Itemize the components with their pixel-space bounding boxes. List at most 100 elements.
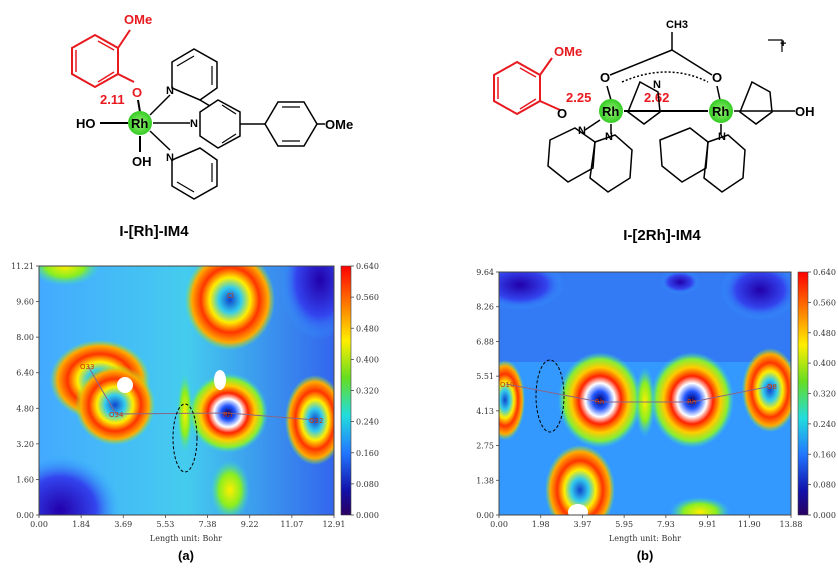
panel-a-x-tick-label: 11.07 <box>280 520 303 529</box>
panel-a-colorbar <box>340 265 352 516</box>
methoxyphenyl-ring <box>71 33 119 89</box>
rh2-highlight <box>709 99 733 123</box>
panel-b-y-tick-label: 0.00 <box>476 511 494 520</box>
n2-label: N <box>190 118 198 130</box>
o1-label: O <box>557 106 567 121</box>
panel-a-x-tick-label: 5.53 <box>157 520 175 529</box>
panel-b-y-tick-label: 9.64 <box>476 268 494 277</box>
panel-b-colorbar-tick-label: 0.000 <box>813 511 836 520</box>
panel-b-colorbar-tick-label: 0.640 <box>813 268 836 277</box>
ome-label: OMe <box>124 12 152 27</box>
panel-a-colorbar-ticks: 0.640 0.560 0.480 0.400 0.320 0.240 0.160 0.080… <box>351 262 379 520</box>
panel-b-y-tick-label: 6.88 <box>476 337 494 346</box>
panel-b-y-tick-label: 8.26 <box>476 303 494 312</box>
n2-label-b: N <box>578 125 586 137</box>
ch3-label: CH3 <box>666 19 688 31</box>
panel-a-x-tick-label: 0.00 <box>30 520 48 529</box>
panel-b: O10 Rh Rh O8 0.00 1.98 3.97 5.95 7.93 9.91 11.… <box>476 268 836 563</box>
panel-b-xlabel: Length unit: Bohr <box>609 534 681 543</box>
oh-label: OH <box>132 154 152 169</box>
panel-b-x-tick-label: 1.98 <box>532 520 550 529</box>
panel-a-colorbar-tick-label: 0.560 <box>356 293 379 302</box>
atom-rh2: Rh <box>687 398 696 406</box>
panel-a-colorbar-tick-label: 0.080 <box>356 480 379 489</box>
panel-a-colorbar-tick-label: 0.000 <box>356 511 379 520</box>
distance-1-label: 2.25 <box>566 90 591 105</box>
panel-a-colorbar-tick-label: 0.160 <box>356 449 379 458</box>
rh-highlight <box>128 111 152 135</box>
distance-2-label: 2.62 <box>644 90 669 105</box>
panel-b-y-tick-label: 2.75 <box>476 442 494 451</box>
panel-a-x-tick-label: 12.91 <box>323 520 346 529</box>
panel-b-x-tick-label: 5.95 <box>615 520 633 529</box>
panel-b-colorbar-tick-label: 0.240 <box>813 420 836 429</box>
atom-o8: O8 <box>767 383 777 391</box>
n1-label-b: N <box>653 79 661 91</box>
panel-b-map <box>499 272 791 515</box>
panel-b-x-tick-label: 11.90 <box>738 520 761 529</box>
ome-right-label: OMe <box>325 117 353 132</box>
panel-b-x-tick-label: 3.97 <box>574 520 592 529</box>
rh2-label: Rh <box>712 104 729 119</box>
structure-b: OMe O 2.25 2.62 CH3 O O Rh Rh OH + N N N… <box>493 19 815 244</box>
panel-b-colorbar-tick-label: 0.400 <box>813 359 836 368</box>
panel-b-x-tick-label: 9.91 <box>699 520 717 529</box>
panel-a-x-tick-label: 9.22 <box>241 520 259 529</box>
atom-rh1: Rh <box>595 398 604 406</box>
panel-a-x-tick-label: 7.38 <box>199 520 217 529</box>
panel-a-y-tick-label: 4.80 <box>16 404 34 413</box>
atom-o10: O10 <box>500 381 514 389</box>
n1-label: N <box>166 85 174 97</box>
panel-b-colorbar-tick-label: 0.560 <box>813 298 836 307</box>
ho-label: HO <box>76 116 96 131</box>
panel-b-colorbar-tick-label: 0.080 <box>813 481 836 490</box>
panel-a-y-tick-label: 3.20 <box>16 440 34 449</box>
o3-label: O <box>712 70 722 85</box>
panel-b-x-tick-label: 0.00 <box>490 520 508 529</box>
panel-b-axes: 0.00 1.98 3.97 5.95 7.93 9.91 11.90 13.88 0.00 1.… <box>476 268 802 529</box>
panel-b-colorbar-tick-label: 0.480 <box>813 329 836 338</box>
panel-a-map <box>39 266 334 515</box>
panel-a-colorbar-tick-label: 0.640 <box>356 262 379 271</box>
structure-a-name: I-[Rh]-IM4 <box>119 223 189 240</box>
panel-b-x-tick-label: 13.88 <box>780 520 803 529</box>
panel-a-colorbar-tick-label: 0.320 <box>356 387 379 396</box>
panel-a-y-tick-label: 11.21 <box>11 262 34 271</box>
o2-label: O <box>600 70 610 85</box>
atom-o33: O33 <box>80 363 94 371</box>
panel-a-y-tick-label: 6.40 <box>16 369 34 378</box>
charge-label: + <box>780 38 786 50</box>
panel-a: Cl O33 O34 Rh O32 0.00 1.84 3.69 5.53 7.38 9.… <box>11 262 379 563</box>
panel-b-colorbar <box>797 271 809 516</box>
panel-a-y-tick-label: 8.00 <box>16 333 34 342</box>
panel-b-label: (b) <box>637 548 654 563</box>
panel-b-y-tick-label: 1.38 <box>476 476 494 485</box>
rh1-label: Rh <box>602 104 619 119</box>
structure-b-name: I-[2Rh]-IM4 <box>623 227 701 244</box>
oh-label-b: OH <box>795 104 815 119</box>
atom-o34: O34 <box>109 411 124 419</box>
structure-a: OMe O 2.11 Rh HO OH N N N <box>71 12 353 240</box>
panel-a-xlabel: Length unit: Bohr <box>150 534 222 543</box>
panel-a-colorbar-tick-label: 0.400 <box>356 355 379 364</box>
panel-b-y-tick-label: 5.51 <box>476 372 494 381</box>
distance-label: 2.11 <box>100 92 125 107</box>
panel-b-x-tick-label: 7.93 <box>657 520 675 529</box>
atom-rh: Rh <box>223 411 232 419</box>
panel-b-colorbar-tick-label: 0.320 <box>813 390 836 399</box>
panel-b-y-tick-label: 4.13 <box>476 407 494 416</box>
o-label: O <box>132 85 142 100</box>
panel-a-y-tick-label: 1.60 <box>16 475 34 484</box>
panel-a-y-tick-label: 9.60 <box>16 298 34 307</box>
panel-a-colorbar-tick-label: 0.240 <box>356 418 379 427</box>
panel-a-colorbar-tick-label: 0.480 <box>356 324 379 333</box>
rh-label: Rh <box>131 116 148 131</box>
atom-o32: O32 <box>309 417 323 425</box>
panel-a-x-tick-label: 1.84 <box>72 520 90 529</box>
atom-cl: Cl <box>227 292 234 300</box>
panel-b-colorbar-ticks: 0.6400.5600.4800.4000.3200.2400.1600.080… <box>808 268 836 520</box>
panel-a-y-tick-label: 0.00 <box>16 511 34 520</box>
panel-a-x-tick-label: 3.69 <box>114 520 132 529</box>
rh1-highlight <box>599 99 623 123</box>
